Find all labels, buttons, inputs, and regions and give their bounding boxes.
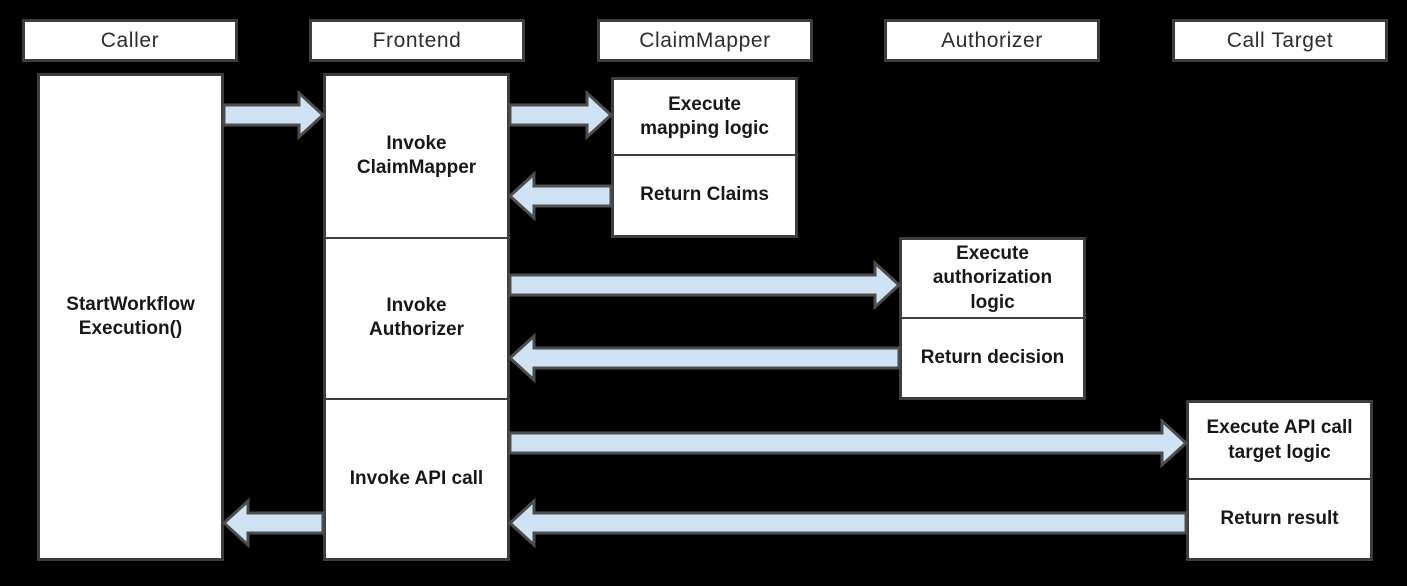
lane-header-authorizer: Authorizer	[884, 19, 1100, 62]
activity-section-claimmapper-0: Execute mapping logic	[614, 80, 795, 154]
activity-label-line: Execute	[668, 93, 741, 115]
lane-header-frontend: Frontend	[309, 19, 525, 62]
lane-header-label-claimmapper: ClaimMapper	[639, 28, 771, 52]
activity-section-claimmapper-1: Return Claims	[614, 154, 795, 235]
activity-label-line: logic	[970, 291, 1015, 313]
activity-label-line: Invoke	[386, 132, 447, 154]
activity-label-line: Invoke API call	[349, 467, 484, 489]
arrow-frontend-to-caller	[221, 497, 325, 549]
lane-header-label-caller: Caller	[100, 28, 160, 52]
arrow-caller-to-frontend	[222, 89, 326, 141]
activity-section-authorizer-1: Return decision	[902, 317, 1083, 397]
activity-label-line: Return Claims	[640, 184, 769, 206]
arrow-frontend-to-authorizer	[508, 259, 902, 311]
lane-header-label-frontend: Frontend	[372, 28, 462, 52]
lane-header-calltarget: Call Target	[1172, 19, 1388, 62]
activity-label-line: target logic	[1228, 441, 1331, 463]
activity-label-line: Execute	[956, 243, 1029, 265]
activity-label-line: Authorizer	[369, 319, 464, 341]
arrow-frontend-to-claimmapper	[508, 89, 614, 141]
activity-label-line: authorization	[932, 267, 1053, 289]
activity-label-line: Return decision	[920, 346, 1065, 368]
activity-label-line: Execute API call	[1206, 417, 1353, 439]
arrow-authorizer-to-frontend	[507, 332, 901, 384]
activity-section-frontend-2: Invoke API call	[326, 398, 507, 558]
arrow-frontend-to-calltarget	[508, 417, 1189, 469]
lane-header-label-authorizer: Authorizer	[941, 28, 1043, 52]
activity-label-line: ClaimMapper	[356, 157, 477, 179]
activity-label-line: Return result	[1220, 507, 1339, 529]
lane-header-claimmapper: ClaimMapper	[597, 19, 813, 62]
activity-label-line: StartWorkflow	[66, 293, 195, 315]
activity-label-line: mapping logic	[640, 118, 769, 140]
arrow-calltarget-to-frontend	[507, 497, 1188, 549]
lane-header-caller: Caller	[22, 19, 238, 62]
activity-section-calltarget-1: Return result	[1189, 478, 1370, 558]
activity-label-line: Invoke	[386, 295, 447, 317]
lane-header-label-calltarget: Call Target	[1226, 28, 1334, 52]
activity-label-line: Execution()	[78, 318, 183, 339]
arrow-claimmapper-to-frontend	[507, 170, 613, 222]
